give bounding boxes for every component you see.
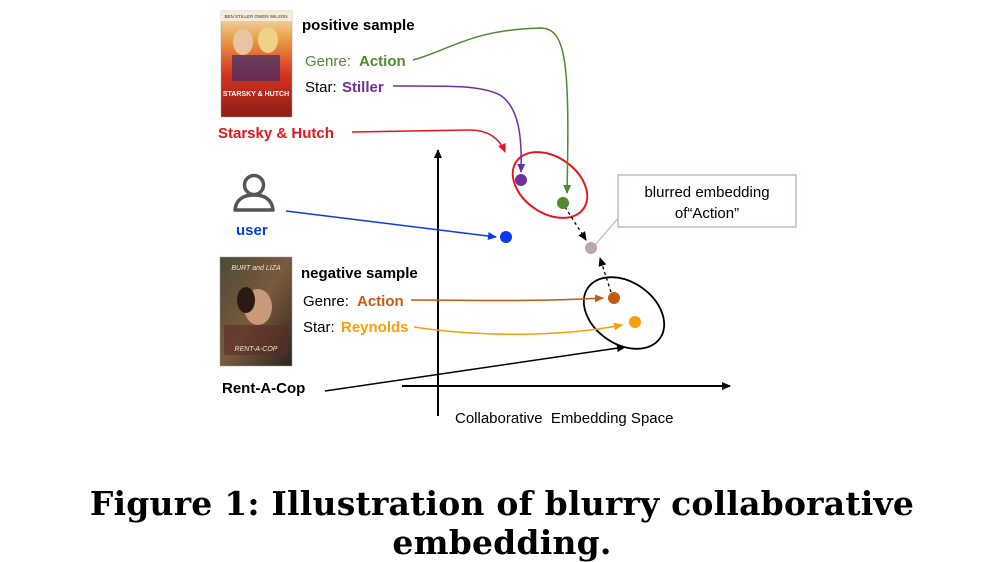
- blurred-box-line2: of“Action”: [675, 205, 739, 222]
- point-blurred-action: [585, 242, 597, 254]
- arrow-user: [285, 210, 497, 240]
- negative-heading: negative sample: [301, 265, 418, 282]
- negative-poster: BURT and LIZA RENT-A-COP: [219, 256, 293, 367]
- arrow-star-stiller: [392, 85, 526, 173]
- positive-star-key: Star:: [305, 79, 337, 96]
- positive-poster-top-text: BEN STILLER OWEN WILSON: [224, 14, 287, 19]
- point-action-positive: [557, 197, 569, 209]
- negative-genre-key: Genre:: [303, 293, 349, 310]
- positive-heading: positive sample: [302, 17, 415, 34]
- positive-genre-value: Action: [359, 53, 406, 70]
- arrow-starsky-hutch: [351, 129, 506, 153]
- arrow-genre-action-neg: [410, 294, 604, 303]
- positive-poster-title: STARSKY & HUTCH: [223, 91, 289, 98]
- negative-poster-title: RENT-A-COP: [235, 346, 278, 353]
- positive-star-value: Stiller: [342, 79, 384, 96]
- point-user: [500, 231, 512, 243]
- point-action-negative: [608, 292, 620, 304]
- point-stiller: [515, 174, 527, 186]
- negative-star-key: Star:: [303, 319, 335, 336]
- user-icon: [233, 173, 275, 212]
- arrow-star-reynolds: [413, 322, 623, 336]
- arrow-rent-a-cop: [324, 344, 626, 392]
- blurred-arrow-upper: [564, 206, 587, 241]
- blurred-arrow-lower: [598, 257, 612, 293]
- negative-cluster-ellipse: [582, 276, 666, 350]
- negative-movie-title: Rent-A-Cop: [222, 380, 305, 397]
- positive-cluster-ellipse: [511, 151, 589, 219]
- negative-poster-top-text: BURT and LIZA: [231, 265, 281, 272]
- positive-genre-key: Genre:: [305, 53, 351, 70]
- axis-label: Collaborative Embedding Space: [455, 410, 673, 427]
- negative-genre-value: Action: [357, 293, 404, 310]
- blurred-embedding-box: [617, 174, 797, 228]
- blurred-box-line1: blurred embedding: [644, 184, 769, 201]
- positive-movie-title: Starsky & Hutch: [218, 125, 334, 142]
- user-label: user: [236, 222, 268, 239]
- figure-caption: Figure 1: Illustration of blurry collabo…: [89, 484, 915, 562]
- positive-poster: BEN STILLER OWEN WILSON STARSKY & HUTCH: [220, 10, 293, 118]
- negative-star-value: Reynolds: [341, 319, 409, 336]
- point-reynolds: [629, 316, 641, 328]
- arrow-genre-action-pos: [412, 27, 572, 194]
